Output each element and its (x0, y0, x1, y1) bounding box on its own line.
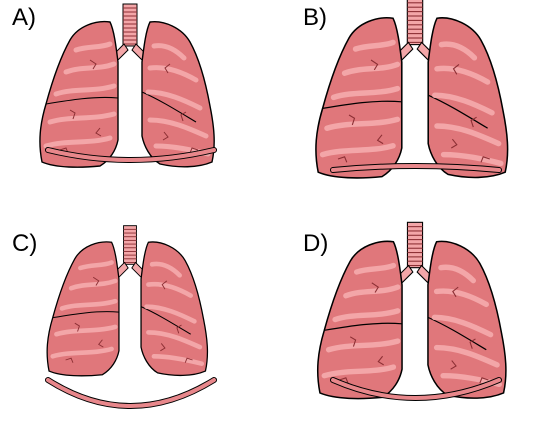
trachea (396, 222, 435, 282)
lungs-illustration (285, 0, 560, 212)
option-c[interactable]: C) (0, 212, 280, 424)
lungs-illustration (285, 212, 560, 424)
lungs-illustration (0, 0, 280, 212)
option-b[interactable]: B) (285, 0, 560, 212)
option-d[interactable]: D) (285, 212, 560, 424)
trachea (395, 0, 435, 60)
lungs-illustration (0, 212, 280, 424)
trachea (113, 226, 146, 278)
trachea (112, 4, 148, 60)
option-a[interactable]: A) (0, 0, 280, 212)
diaphragm (333, 166, 499, 170)
diaphragm (48, 380, 214, 406)
